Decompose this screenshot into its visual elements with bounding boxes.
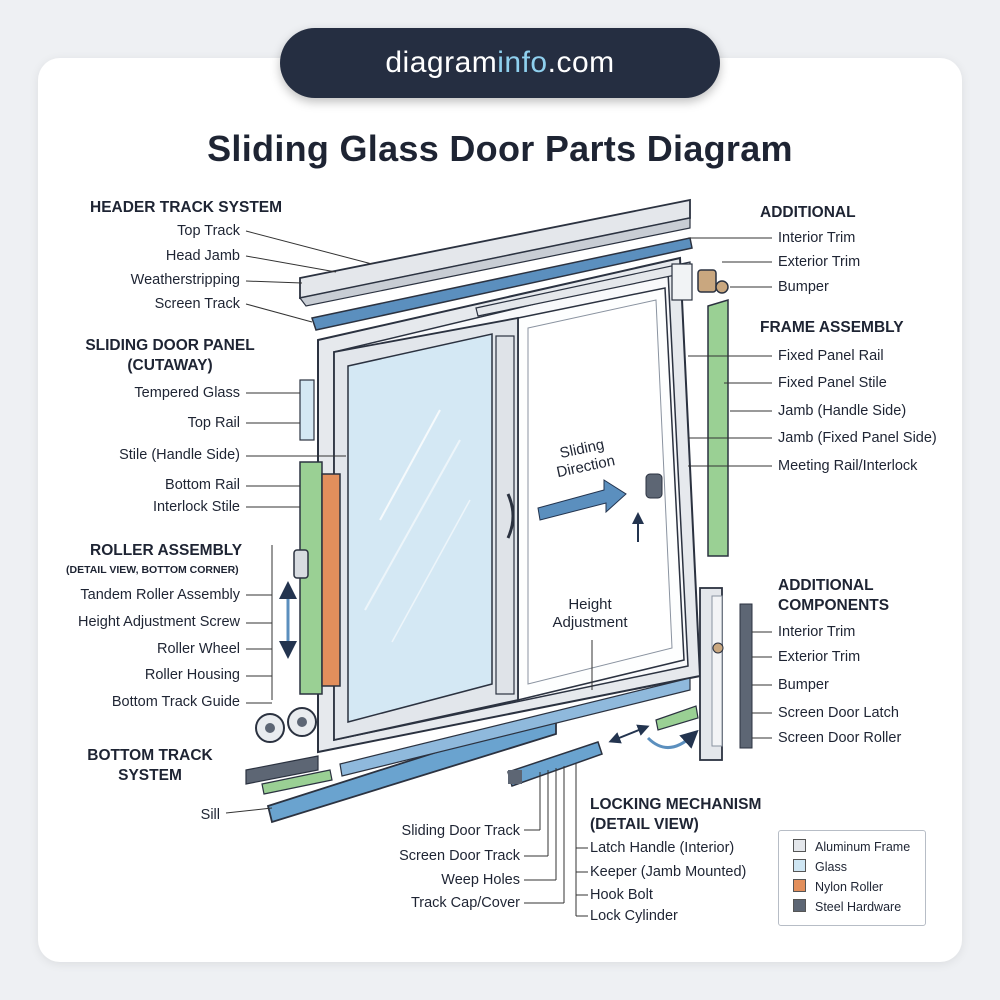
heading-additional-components-line1: ADDITIONAL — [778, 577, 874, 594]
legend-item: Aluminum Frame — [793, 839, 910, 854]
label-jamb-fixed: Jamb (Fixed Panel Side) — [778, 430, 937, 446]
label-weep-holes: Weep Holes — [441, 872, 520, 888]
label-bottom-track-guide: Bottom Track Guide — [111, 694, 240, 710]
callout-height-line1: Height — [568, 596, 612, 613]
heading-locking-line2: (DETAIL VIEW) — [590, 816, 699, 833]
legend-item: Glass — [793, 859, 847, 874]
frame-rail-green — [707, 298, 729, 557]
legend-label: Steel Hardware — [815, 900, 902, 914]
label-jamb-handle: Jamb (Handle Side) — [778, 403, 907, 419]
brand-accent: info — [497, 46, 548, 79]
label-latch-handle: Latch Handle (Interior) — [590, 840, 735, 856]
page-title: Sliding Glass Door Parts Diagram — [207, 128, 793, 169]
label-lock-cylinder: Lock Cylinder — [590, 908, 678, 924]
legend-swatch — [793, 879, 806, 892]
label-fixed-panel-rail: Fixed Panel Rail — [778, 348, 884, 364]
legend-swatch — [793, 839, 806, 852]
leader-lines-left — [225, 230, 593, 917]
stile-cutaway — [293, 461, 341, 695]
label-hook-bolt: Hook Bolt — [590, 887, 653, 903]
legend-label: Aluminum Frame — [815, 840, 911, 854]
label-sill: Sill — [200, 807, 220, 823]
heading-bottom-track-line1: BOTTOM TRACK — [87, 747, 213, 764]
label-bumper-top: Bumper — [778, 279, 829, 295]
brand-suffix: .com — [547, 46, 615, 79]
label-bumper: Bumper — [778, 677, 829, 693]
label-roller-housing: Roller Housing — [144, 667, 240, 683]
roller-wheels — [255, 707, 317, 743]
label-interior-trim: Interior Trim — [778, 624, 856, 640]
glass-sample — [299, 379, 315, 441]
header-track — [298, 198, 693, 331]
legend-swatch — [793, 899, 806, 912]
label-weatherstripping: Weatherstripping — [130, 272, 240, 288]
legend: Aluminum Frame Glass Nylon Roller Steel … — [778, 830, 926, 926]
subheading-roller: (DETAIL VIEW, BOTTOM CORNER) — [66, 564, 239, 576]
heading-panel-line1: SLIDING DOOR PANEL — [85, 337, 255, 354]
label-top-rail: Top Rail — [187, 415, 240, 431]
label-track-cap: Track Cap/Cover — [410, 895, 520, 911]
label-stile-handle-side: Stile (Handle Side) — [119, 447, 240, 463]
label-fixed-panel-stile: Fixed Panel Stile — [778, 375, 887, 391]
brand-prefix: diagram — [385, 46, 498, 79]
bumper-bracket — [671, 263, 729, 301]
label-interior-trim-top: Interior Trim — [778, 230, 856, 246]
label-top-track: Top Track — [177, 223, 240, 239]
heading-additional-components-line2: COMPONENTS — [778, 597, 890, 614]
heading-bottom-track-line2: SYSTEM — [118, 767, 182, 784]
label-sliding-door-track: Sliding Door Track — [401, 823, 520, 839]
heading-panel-line2: (CUTAWAY) — [127, 357, 213, 374]
label-tandem-roller: Tandem Roller Assembly — [80, 587, 240, 603]
legend-swatch — [793, 859, 806, 872]
label-meeting-rail: Meeting Rail/Interlock — [778, 458, 918, 474]
sliding-panel — [333, 316, 519, 742]
label-interlock-stile: Interlock Stile — [152, 499, 240, 515]
label-exterior-trim: Exterior Trim — [778, 649, 861, 665]
leader-lines-right — [688, 237, 772, 739]
legend-item: Steel Hardware — [793, 899, 901, 914]
label-roller-wheel: Roller Wheel — [157, 641, 240, 657]
label-screen-track: Screen Track — [154, 296, 240, 312]
lock-detail — [507, 741, 603, 787]
heading-locking-line1: LOCKING MECHANISM — [590, 796, 762, 813]
legend-label: Glass — [815, 860, 847, 874]
label-height-screw: Height Adjustment Screw — [78, 614, 240, 630]
bottom-track — [245, 677, 699, 824]
label-head-jamb: Head Jamb — [165, 248, 240, 264]
label-keeper: Keeper (Jamb Mounted) — [590, 864, 747, 880]
callout-height-line2: Adjustment — [552, 614, 628, 631]
sliding-direction-arrow — [537, 479, 627, 521]
label-screen-door-track: Screen Door Track — [399, 848, 520, 864]
label-screen-door-latch: Screen Door Latch — [778, 705, 899, 721]
heading-frame: FRAME ASSEMBLY — [760, 319, 904, 336]
heading-roller: ROLLER ASSEMBLY — [90, 542, 243, 559]
label-bottom-rail: Bottom Rail — [165, 477, 240, 493]
legend-label: Nylon Roller — [815, 880, 884, 894]
label-tempered-glass: Tempered Glass — [134, 385, 240, 401]
heading-header-track: HEADER TRACK SYSTEM — [90, 199, 283, 216]
heading-additional: ADDITIONAL — [760, 204, 856, 221]
label-screen-door-roller: Screen Door Roller — [778, 730, 902, 746]
legend-item: Nylon Roller — [793, 879, 883, 894]
label-exterior-trim-top: Exterior Trim — [778, 254, 861, 270]
handle-plate — [645, 473, 753, 761]
